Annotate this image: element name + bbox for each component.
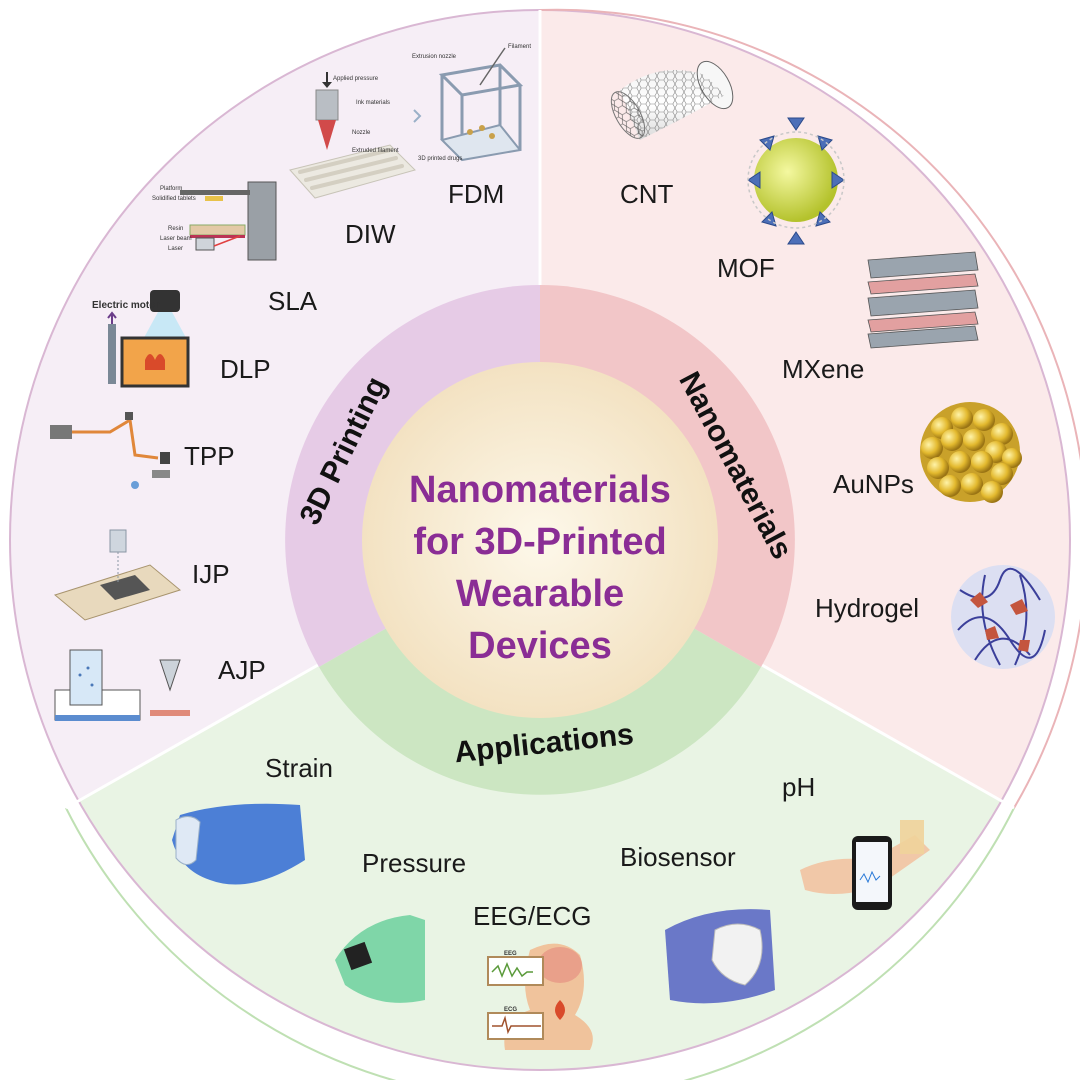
tpp-illustration	[50, 412, 170, 489]
biosensor-illustration	[665, 909, 775, 1004]
ijp-illustration	[53, 529, 182, 621]
center-title: Nanomaterials for 3D-Printed Wearable De…	[409, 469, 671, 667]
ph-sensor-illustration	[800, 820, 930, 910]
label-ajp: AJP	[218, 655, 266, 685]
label-cnt: CNT	[620, 179, 674, 209]
label-pressure: Pressure	[362, 848, 466, 878]
hydrogel-illustration	[951, 565, 1055, 669]
outer-border-right	[539, 8, 1080, 809]
label-sla: SLA	[268, 286, 318, 316]
label-mxene: MXene	[782, 354, 864, 384]
center-title-line-4: Devices	[468, 625, 612, 667]
diw-ink-label: Ink materials	[356, 100, 390, 106]
sla-beam-label: Laser beam	[160, 236, 192, 242]
label-dlp: DLP	[220, 354, 271, 384]
label-diw: DIW	[345, 219, 396, 249]
label-tpp: TPP	[184, 441, 235, 471]
fdm-nozzle-label: Extrusion nozzle	[412, 54, 457, 60]
cnt-illustration	[610, 60, 734, 140]
center-title-line-1: Nanomaterials	[409, 469, 671, 511]
center-title-line-3: Wearable	[456, 573, 624, 615]
label-aunps: AuNPs	[833, 469, 914, 499]
fdm-printer-illustration: Filament Extrusion nozzle 3D printed dru…	[412, 44, 531, 162]
sla-illustration: Platform Solidified tablets Resin Laser …	[152, 181, 277, 261]
label-ph: pH	[782, 772, 815, 802]
label-fdm: FDM	[448, 179, 504, 209]
center-circle	[362, 362, 718, 718]
outer-border-bottom	[65, 807, 1015, 1080]
mof-illustration	[747, 117, 845, 245]
dlp-illustration: Electric motor	[92, 290, 190, 388]
strain-sensor-illustration	[172, 803, 305, 885]
diw-pressure-label: Applied pressure	[333, 76, 379, 82]
fdm-filament-label: Filament	[508, 44, 531, 50]
label-biosensor: Biosensor	[620, 842, 736, 872]
sla-tablets-label: Solidified tablets	[152, 196, 196, 202]
diw-nozzle-label: Nozzle	[352, 130, 371, 136]
aunps-illustration	[920, 402, 1022, 503]
sla-laser-label: Laser	[168, 246, 183, 252]
divider-right	[761, 663, 1015, 810]
sla-platform-label: Platform	[160, 186, 182, 192]
ajp-illustration	[54, 649, 190, 721]
sector-applications-outer	[10, 540, 1070, 1070]
dlp-motor-label: Electric motor	[92, 300, 159, 311]
center-title-line-2: for 3D-Printed	[413, 521, 666, 563]
pressure-sensor-illustration	[335, 915, 425, 1003]
label-eeg-ecg: EEG/ECG	[473, 901, 591, 931]
fdm-drugs-label: 3D printed drugs	[418, 156, 462, 162]
eeg-label: EEG	[504, 951, 517, 957]
divider-left	[65, 663, 319, 810]
diw-filament-label: Extruded filament	[352, 148, 399, 154]
eeg-ecg-illustration: EEG ECG	[487, 943, 593, 1050]
label-ijp: IJP	[192, 559, 230, 589]
label-hydrogel: Hydrogel	[815, 593, 919, 623]
label-strain: Strain	[265, 753, 333, 783]
diw-illustration: Applied pressure Ink materials Nozzle Ex…	[289, 72, 416, 199]
sla-resin-label: Resin	[168, 226, 183, 232]
label-mof: MOF	[717, 253, 775, 283]
mxene-illustration	[867, 251, 979, 349]
ecg-label: ECG	[504, 1007, 517, 1013]
